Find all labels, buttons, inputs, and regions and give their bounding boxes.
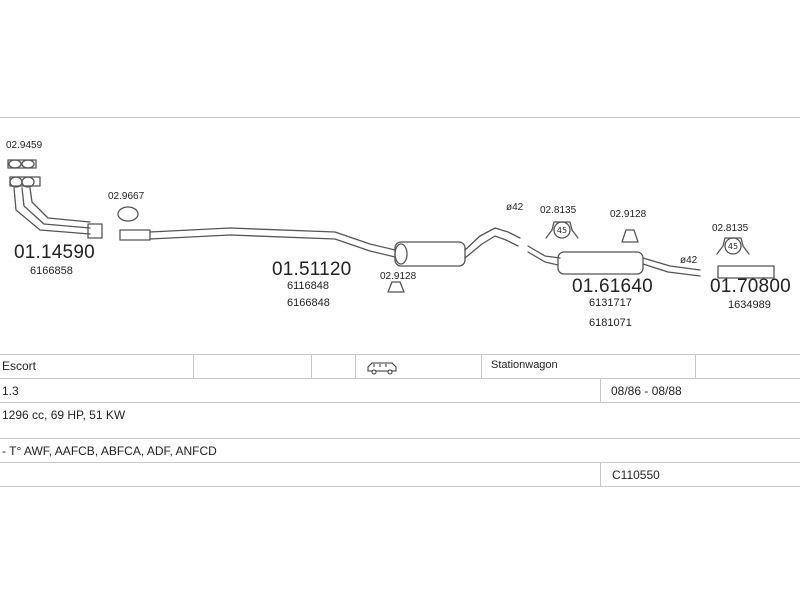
gasket-label: 02.9459: [6, 140, 43, 151]
pipe-diameter-mark-1: ø42: [506, 202, 524, 213]
table-bottom-rule: [0, 486, 800, 487]
table-row-catalog: C110550: [0, 462, 800, 487]
body-type-cell: Stationwagon: [491, 359, 558, 371]
seal-ring-part: [117, 206, 139, 222]
gasket-part: [7, 159, 37, 169]
hanger-label-rear: 02.9128: [610, 209, 647, 220]
part-number-front-pipe: 01.14590: [14, 242, 95, 263]
specs-cell: 1296 cc, 69 HP, 51 KW: [2, 408, 126, 422]
oem-number-middle-pipe-1: 6116848: [287, 280, 330, 292]
oem-number-middle-pipe-2: 6166848: [287, 297, 330, 309]
clamp-part-1: [545, 221, 579, 239]
pipe-diameter-mark-2: ø42: [680, 255, 698, 266]
clamp-part-2: [716, 237, 750, 255]
hanger-part-mid: [387, 281, 405, 293]
clamp-badge-1: 45: [557, 226, 567, 235]
part-number-middle-pipe: 01.51120: [272, 259, 352, 280]
model-cell: Escort: [2, 359, 37, 373]
engine-cell: 1.3: [2, 384, 19, 398]
production-cell: 08/86 - 08/88: [611, 384, 682, 398]
middle-pipe-part: [119, 227, 521, 267]
clamp-label-2: 02.8135: [712, 223, 749, 234]
part-number-tail-pipe: 01.70800: [710, 276, 791, 297]
top-rule: [0, 117, 800, 118]
rear-silencer-part: [527, 245, 701, 277]
front-pipe-part: [9, 176, 103, 239]
oem-number-rear-silencer-2: 6181071: [589, 317, 632, 329]
oem-number-rear-silencer-1: 6131717: [589, 297, 632, 309]
tail-pipe-part: [717, 265, 775, 279]
clamp-badge-2: 45: [728, 242, 738, 251]
catalog-number-cell: C110550: [612, 468, 660, 482]
part-number-rear-silencer: 01.61640: [572, 276, 653, 297]
engine-codes-cell: - T° AWF, AAFCB, ABFCA, ADF, ANFCD: [2, 444, 217, 458]
seal-ring-label: 02.9667: [108, 191, 145, 202]
station-wagon-icon: [367, 362, 397, 375]
hanger-label-mid: 02.9128: [380, 271, 417, 282]
hanger-part-rear: [621, 229, 639, 243]
oem-number-front-pipe: 6166858: [30, 265, 73, 277]
oem-number-tail-pipe: 1634989: [728, 299, 771, 311]
clamp-label-1: 02.8135: [540, 205, 577, 216]
table-row-engine: 1.3 08/86 - 08/88: [0, 378, 800, 403]
table-row-model: Escort Stationwagon: [0, 354, 800, 379]
table-row-specs: 1296 cc, 69 HP, 51 KW: [0, 402, 800, 439]
table-row-engine-codes: - T° AWF, AAFCB, ABFCA, ADF, ANFCD: [0, 438, 800, 463]
